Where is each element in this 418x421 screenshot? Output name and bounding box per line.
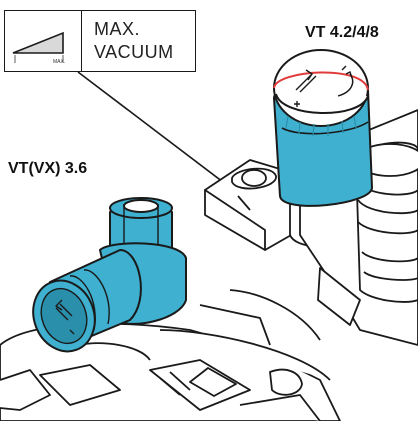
model-label-right: VT 4.2/4/8	[305, 24, 379, 41]
vacuum-legend-title: MAX. VACUUM	[82, 10, 196, 72]
legend-title-line2: VACUUM	[94, 42, 174, 62]
model-label-left: VT(VX) 3.6	[8, 160, 88, 177]
vacuum-regulator-cap-left	[32, 197, 187, 353]
adjust-arrows-icon	[55, 299, 75, 335]
vacuum-level-wedge-icon	[12, 31, 64, 63]
vacuum-legend-icon-box: MAX.	[4, 10, 82, 72]
pump-body-left	[0, 289, 341, 421]
cap-red-ring	[273, 71, 369, 91]
vacuum-regulator-cap-right	[272, 49, 374, 207]
pump-body-right	[204, 109, 418, 346]
wedge-max-label: MAX.	[53, 59, 66, 65]
adjust-arrows-icon	[294, 65, 354, 107]
legend-title-line1: MAX.	[94, 19, 141, 39]
